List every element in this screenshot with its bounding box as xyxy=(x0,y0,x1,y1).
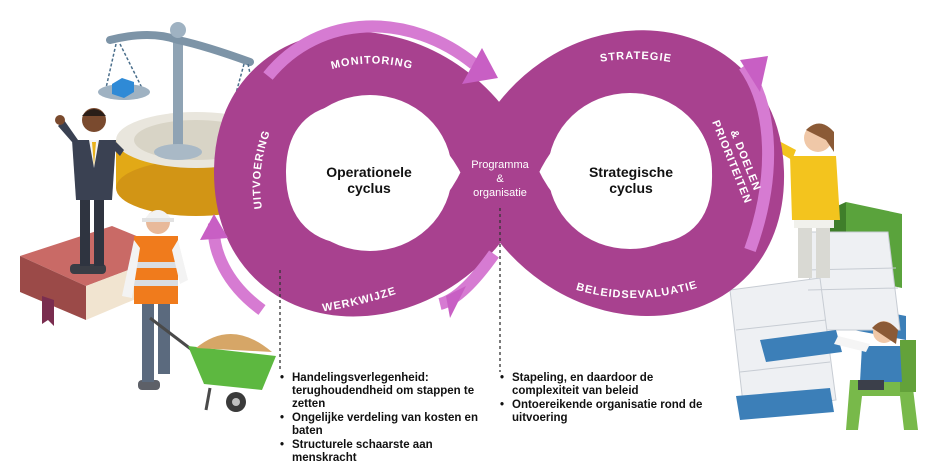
bullet-item: Stapeling, en daardoor de complexiteit v… xyxy=(499,372,719,398)
operationele-subtitle: cyclus xyxy=(347,180,391,196)
arrow-head-bottom-icon xyxy=(446,286,466,318)
arrow-head-right-icon xyxy=(740,56,768,92)
bullet-item: Handelingsverlegenheid: terughoudendheid… xyxy=(279,372,489,411)
ampersand-label: & xyxy=(496,173,504,185)
construction-worker-illustration xyxy=(122,210,188,390)
infinity-loop xyxy=(213,30,784,317)
paper-stacks-illustration xyxy=(729,231,901,420)
seated-woman-illustration xyxy=(834,321,918,430)
left-bullet-list: Handelingsverlegenheid: terughoudendheid… xyxy=(279,372,489,466)
standing-woman-illustration xyxy=(751,123,840,278)
cycle-arrows xyxy=(200,20,775,318)
businessman-illustration xyxy=(55,108,124,274)
strategische-subtitle: cyclus xyxy=(609,180,653,196)
programma-label: Programma xyxy=(471,159,529,171)
bullet-item: Ontoereikende organisatie rond de uitvoe… xyxy=(499,399,719,425)
operationele-title: Operationele xyxy=(326,164,412,180)
bullet-item: Structurele schaarste aan menskracht xyxy=(279,439,489,465)
bullet-item: Ongelijke verdeling van kosten en baten xyxy=(279,412,489,438)
label-strategie: STRATEGIE xyxy=(599,50,673,65)
wheelbarrow-illustration xyxy=(149,316,276,412)
arrow-head-top-icon xyxy=(462,48,498,84)
right-bullet-list: Stapeling, en daardoor de complexiteit v… xyxy=(499,372,719,426)
arrow-head-left-icon xyxy=(200,214,228,240)
organisatie-label: organisatie xyxy=(473,187,527,199)
strategische-title: Strategische xyxy=(589,164,673,180)
label-monitoring: MONITORING xyxy=(330,54,415,72)
infinity-band xyxy=(213,30,784,317)
right-illustration xyxy=(729,123,918,430)
